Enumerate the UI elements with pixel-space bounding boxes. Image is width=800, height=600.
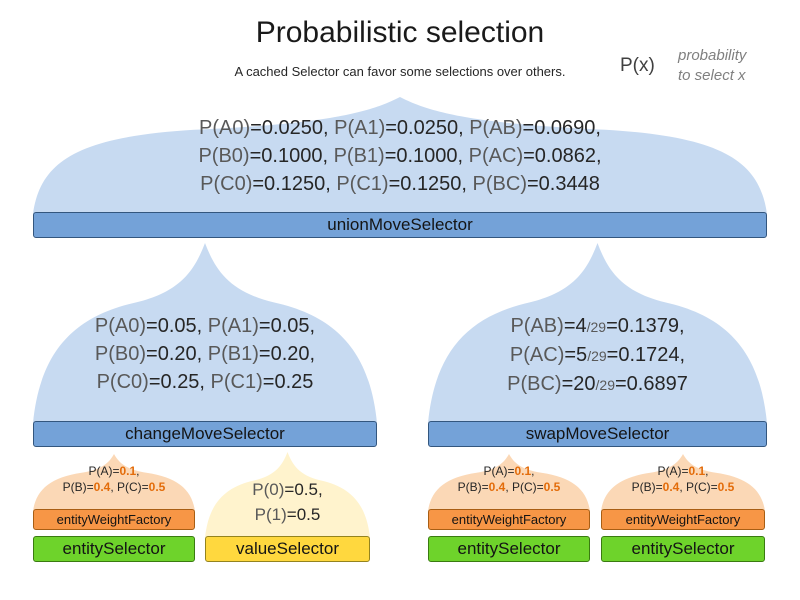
swap-prob-line: P(BC)=20/29=0.6897 — [507, 373, 688, 395]
change-prob-line: P(B0)=0.20, P(B1)=0.20, — [94, 343, 316, 365]
entity-selector-bar-3: entitySelector — [601, 536, 765, 562]
union-move-selector-bar: unionMoveSelector — [33, 212, 767, 238]
entity-selector-label: entitySelector — [62, 539, 166, 558]
entity-weight-probabilities-3: P(A)=0.1, P(B)=0.4, P(C)=0.5 — [601, 463, 765, 495]
subtitle: A cached Selector can favor some selecti… — [234, 64, 566, 79]
change-move-selector-label: changeMoveSelector — [125, 424, 285, 443]
union-prob-line: P(B0)=0.1000, P(B1)=0.1000, P(AC)=0.0862… — [198, 145, 602, 167]
entity-weight-factory-bar-3: entityWeightFactory — [601, 509, 765, 530]
entity-weight-factory-label: entityWeightFactory — [625, 512, 741, 527]
entity-weight-probabilities-2: P(A)=0.1, P(B)=0.4, P(C)=0.5 — [428, 463, 590, 495]
swap-dome — [428, 243, 767, 423]
change-prob-line: P(A0)=0.05, P(A1)=0.05, — [94, 315, 316, 337]
entity-weight-factory-bar-2: entityWeightFactory — [428, 509, 590, 530]
entity-selector-label: entitySelector — [457, 539, 561, 558]
entity-weight-dome-1 — [33, 454, 195, 511]
legend-description-line1: probability — [678, 47, 747, 64]
entity-selector-bar-2: entitySelector — [428, 536, 590, 562]
entity-prob-line: P(B)=0.4, P(C)=0.5 — [631, 480, 735, 494]
legend-description-line2: to select x — [678, 67, 746, 84]
entity-weight-probabilities-1: P(A)=0.1, P(B)=0.4, P(C)=0.5 — [33, 463, 195, 495]
change-probabilities: P(A0)=0.05, P(A1)=0.05, P(B0)=0.20, P(B1… — [43, 312, 367, 396]
legend: P(x) probability to select x — [620, 46, 795, 90]
union-dome — [33, 97, 767, 214]
change-dome — [33, 243, 377, 423]
change-prob-line: P(C0)=0.25, P(C1)=0.25 — [96, 371, 314, 393]
value-prob-line: P(1)=0.5 — [254, 505, 321, 524]
union-probabilities: P(A0)=0.0250, P(A1)=0.0250, P(AB)=0.0690… — [100, 114, 700, 198]
entity-weight-factory-bar-1: entityWeightFactory — [33, 509, 195, 530]
value-selector-label: valueSelector — [235, 539, 339, 558]
value-probabilities: P(0)=0.5, P(1)=0.5 — [205, 477, 370, 527]
entity-weight-dome-2 — [428, 454, 590, 511]
page-title: Probabilistic selection — [255, 16, 545, 49]
swap-prob-line: P(AC)=5/29=0.1724, — [509, 344, 686, 366]
entity-selector-bar-1: entitySelector — [33, 536, 195, 562]
entity-weight-factory-label: entityWeightFactory — [56, 512, 172, 527]
entity-prob-line: P(A)=0.1, — [88, 464, 140, 478]
union-prob-line: P(A0)=0.0250, P(A1)=0.0250, P(AB)=0.0690… — [199, 117, 601, 139]
swap-prob-line: P(AB)=4/29=0.1379, — [510, 315, 685, 337]
change-move-selector-bar: changeMoveSelector — [33, 421, 377, 447]
entity-selector-label: entitySelector — [631, 539, 735, 558]
entity-weight-factory-label: entityWeightFactory — [451, 512, 567, 527]
value-dome — [205, 452, 370, 538]
union-move-selector-label: unionMoveSelector — [327, 215, 473, 234]
entity-prob-line: P(A)=0.1, — [657, 464, 709, 478]
entity-prob-line: P(A)=0.1, — [483, 464, 535, 478]
entity-prob-line: P(B)=0.4, P(C)=0.5 — [62, 480, 166, 494]
legend-symbol: P(x) — [620, 55, 655, 76]
value-prob-line: P(0)=0.5, — [252, 480, 323, 499]
entity-weight-dome-3 — [601, 454, 765, 511]
swap-move-selector-bar: swapMoveSelector — [428, 421, 767, 447]
legend-description: probability to select x — [678, 46, 746, 86]
swap-move-selector-label: swapMoveSelector — [525, 424, 670, 443]
swap-probabilities: P(AB)=4/29=0.1379, P(AC)=5/29=0.1724, P(… — [438, 312, 757, 399]
union-prob-line: P(C0)=0.1250, P(C1)=0.1250, P(BC)=0.3448 — [200, 173, 600, 195]
value-selector-bar: valueSelector — [205, 536, 370, 562]
entity-prob-line: P(B)=0.4, P(C)=0.5 — [457, 480, 561, 494]
